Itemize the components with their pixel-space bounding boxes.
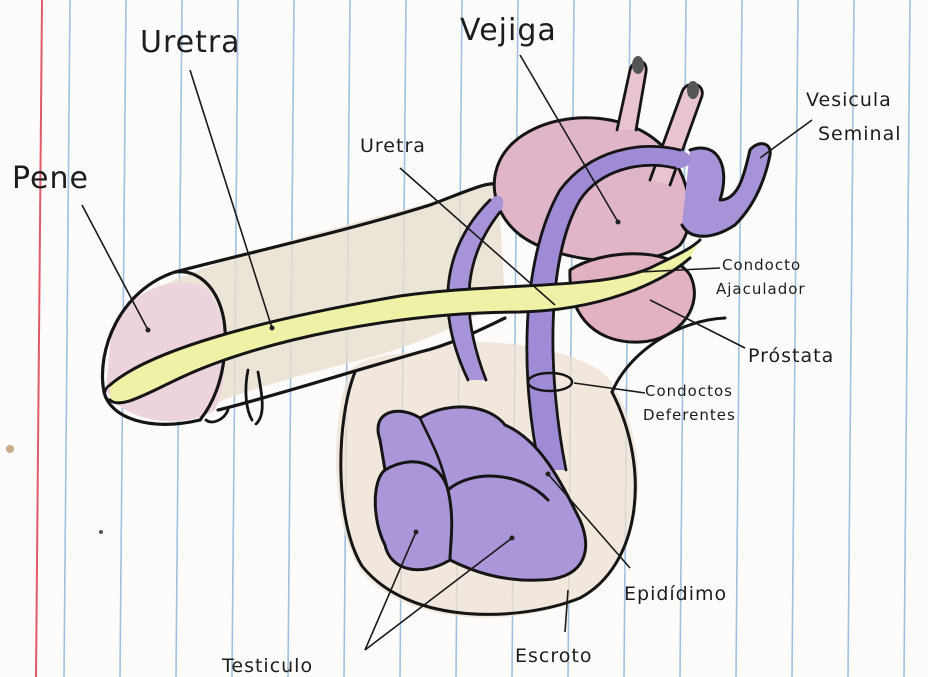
label-vejiga: Vejiga	[460, 13, 557, 48]
label-epididimo: Epidídimo	[624, 583, 727, 605]
label-escroto: Escroto	[515, 645, 592, 667]
label-deferentes-1: Condoctos	[645, 382, 733, 400]
label-conducto-1: Condocto	[722, 256, 801, 274]
label-vesicula-1: Vesicula	[806, 89, 892, 111]
label-vesicula-2: Seminal	[818, 123, 902, 145]
label-uretra-mid: Uretra	[360, 135, 426, 157]
label-deferentes-2: Deferentes	[643, 406, 736, 424]
label-pene: Pene	[12, 161, 89, 196]
label-testiculo: Testiculo	[221, 655, 313, 677]
label-conducto-2: Ajaculador	[716, 280, 806, 298]
label-uretra-top: Uretra	[140, 25, 241, 60]
label-prostata: Próstata	[748, 345, 834, 367]
